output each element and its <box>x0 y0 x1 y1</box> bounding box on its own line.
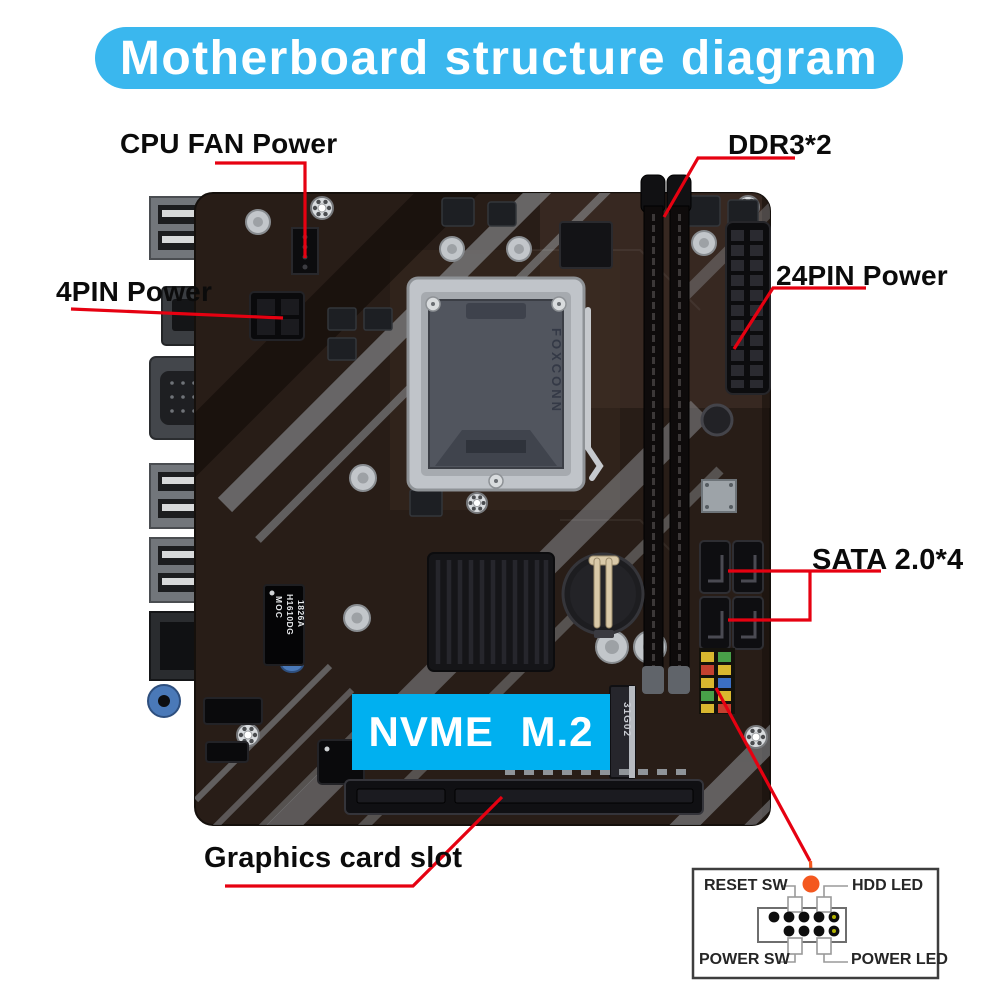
pinout-label-reset-sw: RESET SW <box>704 877 788 894</box>
leader-24pin <box>732 286 866 350</box>
label-nvme-m2: NVME M.2 <box>352 694 610 770</box>
sata-ports <box>699 540 764 650</box>
leader-gpu <box>225 795 504 888</box>
label-4pin-power: 4PIN Power <box>56 276 213 307</box>
label-graphics-card-slot: Graphics card slot <box>204 842 463 874</box>
atx-24pin-connector <box>725 221 771 395</box>
atx-4pin-connector <box>249 291 305 341</box>
leader-lines <box>70 156 881 888</box>
bottom-headers <box>203 697 365 785</box>
leader-ddr3 <box>662 156 795 218</box>
chip-brand-text: MOC <box>274 596 284 619</box>
pinout-brackets <box>787 896 832 955</box>
pcb-board: MOC H1610DG 1826A FOXCONN <box>194 174 771 826</box>
chip-dot <box>324 746 330 752</box>
pinout-pins <box>768 911 840 937</box>
audio-jack <box>147 684 181 718</box>
coil <box>700 403 734 437</box>
socket-cover-text: FOXCONN <box>549 328 564 414</box>
leader-front-panel <box>714 687 812 862</box>
chipset-small-heatsink <box>701 479 737 513</box>
pinout-label-power-sw: POWER SW <box>699 951 790 968</box>
pinout-marker-dot <box>802 875 820 893</box>
title-banner: Motherboard structure diagram <box>95 27 903 89</box>
smd-chip-top <box>559 221 613 269</box>
label-cpu-fan-power: CPU FAN Power <box>120 128 338 159</box>
leader-cpu-fan <box>215 161 307 258</box>
label-sata: SATA 2.0*4 <box>812 544 964 576</box>
leader-sata <box>728 569 881 622</box>
cpu-socket: FOXCONN <box>406 276 604 492</box>
pcie-x16-slot <box>344 769 704 815</box>
leader-4pin <box>70 307 284 320</box>
label-ddr3: DDR3*2 <box>728 129 832 160</box>
pinout-link-lines <box>779 885 848 963</box>
m2-ssd: 31G02 <box>609 685 636 779</box>
front-panel-pinout-diagram <box>691 867 940 980</box>
page-title: Motherboard structure diagram <box>119 31 879 85</box>
chip-code-text: 1826A <box>296 600 306 628</box>
chip-model-text: H1610DG <box>285 594 295 635</box>
label-24pin-power: 24PIN Power <box>776 260 948 291</box>
m2-ssd-text: 31G02 <box>621 702 632 737</box>
pinout-label-power-led: POWER LED <box>851 951 948 968</box>
lan-transformer-chip: MOC H1610DG 1826A <box>263 584 306 666</box>
socket-lever <box>585 307 604 481</box>
chipset-heatsink <box>427 552 555 672</box>
pinout-label-hdd-led: HDD LED <box>852 877 924 894</box>
front-panel-header <box>699 648 735 714</box>
cmos-battery-holder <box>561 552 645 638</box>
